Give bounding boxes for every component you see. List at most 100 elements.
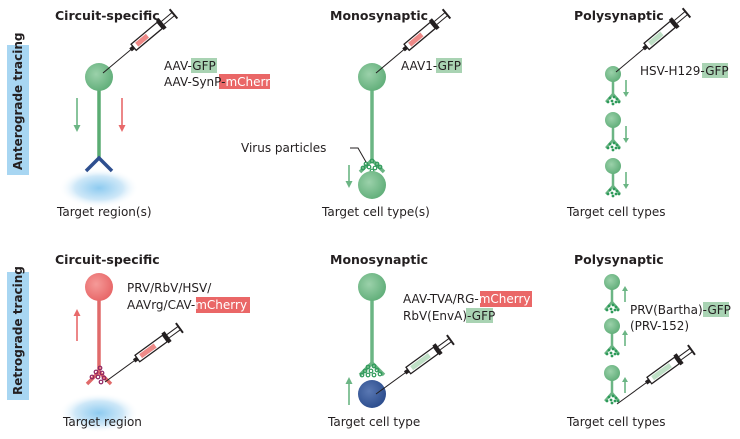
starter-cell-soma — [358, 380, 386, 408]
neuron-soma — [604, 318, 620, 334]
mcherry-highlight — [480, 291, 532, 307]
mcherry-tag: mCherry — [195, 298, 247, 312]
side-label-bg — [7, 272, 29, 400]
panel-title: Monosynaptic — [330, 252, 428, 267]
axon-terminal — [358, 360, 386, 377]
neuron-soma — [605, 112, 621, 128]
virus-particles — [605, 394, 620, 405]
target-neuron-soma — [358, 171, 386, 199]
panel-title: Monosynaptic — [330, 8, 428, 23]
green-down-arrow-icon — [623, 80, 629, 97]
svg-text:AAV1-GFP: AAV1-GFP — [401, 59, 461, 73]
mcherry-highlight — [196, 297, 250, 313]
target-label: Target region — [62, 415, 142, 429]
gfp-tag: GFP — [438, 59, 461, 73]
green-down-arrow-icon — [623, 172, 629, 189]
axon-terminal — [84, 155, 114, 173]
neuron-soma — [85, 273, 113, 301]
target-label: Target region(s) — [56, 205, 152, 219]
mcherry-tag: mCherry — [479, 292, 531, 306]
green-up-arrow-icon — [622, 377, 628, 393]
particles-pointer: Virus particles — [241, 141, 367, 163]
neuron-soma — [604, 274, 620, 290]
virus-label: AAV1-GFP — [401, 58, 462, 73]
gfp-highlight — [191, 58, 217, 73]
virus-particles — [606, 95, 621, 106]
neuron-soma — [358, 273, 386, 301]
target-region-glow — [59, 393, 139, 433]
retrograde-row-label: Retrograde tracing — [7, 266, 29, 400]
virus-particles — [605, 303, 620, 314]
mcherry-tag: mCherry — [225, 75, 277, 89]
gfp-highlight — [436, 58, 462, 73]
panel-retro-circuit: Circuit-specific PRV/RbV/HSV/ AAVrg/CAV-… — [55, 252, 250, 433]
panel-retro-poly: Polysynaptic PRV(Bartha)-GFP (PRV-152) T… — [566, 252, 731, 429]
virus-label: AAV-GFP AAV-SynP-mCherry — [164, 58, 277, 89]
virus-label: HSV-H129-GFP — [640, 63, 729, 78]
anterograde-row-label: Anterograde tracing — [7, 33, 29, 175]
target-label: Target cell type — [327, 415, 420, 429]
virus-name: PRV/RbV/HSV/ — [127, 281, 212, 295]
gfp-highlight — [702, 63, 728, 78]
particles-label: Virus particles — [241, 141, 326, 155]
neuron-soma — [604, 365, 620, 381]
neuron-soma — [605, 66, 621, 82]
virus-particles — [606, 187, 621, 198]
virus-label: AAV-TVA/RG-mCherry RbV(EnvA)-GFP — [403, 291, 532, 323]
syringe-icon — [100, 322, 184, 388]
gfp-highlight — [466, 308, 493, 323]
virus-strain: (PRV-152) — [630, 319, 689, 333]
side-label-text: Retrograde tracing — [11, 266, 25, 395]
target-label: Target cell types — [566, 205, 665, 219]
target-region-glow — [59, 168, 139, 208]
panel-title: Circuit-specific — [55, 252, 160, 267]
virus-particles — [605, 347, 620, 358]
target-label: Target cell type(s) — [321, 205, 430, 219]
svg-text:AAV-TVA/RG-mCherry: AAV-TVA/RG-mCherry — [403, 292, 531, 306]
panel-title: Polysynaptic — [574, 8, 664, 23]
neuron-soma — [358, 63, 386, 91]
virus-particles — [89, 365, 107, 385]
green-down-arrow-icon — [623, 126, 629, 143]
green-down-arrow-icon — [345, 165, 353, 188]
virus-label: PRV(Bartha)-GFP (PRV-152) — [630, 302, 731, 333]
virus-name: AAV-SynP- — [164, 75, 225, 89]
svg-text:AAV-SynP-mCherry: AAV-SynP-mCherry — [164, 75, 277, 89]
panel-antero-mono: Monosynaptic Virus particles AAV1-GFP Ta… — [241, 8, 462, 219]
virus-name: AAV- — [164, 59, 192, 73]
virus-particles — [360, 158, 383, 174]
neuron-soma — [85, 63, 113, 91]
red-up-arrow-icon — [73, 309, 81, 341]
mcherry-highlight — [219, 74, 270, 89]
virus-name: HSV-H129- — [640, 64, 705, 78]
panel-antero-poly: Polysynaptic HSV-H129-GFP Target cell ty… — [566, 7, 729, 219]
neuron-chain — [605, 66, 629, 198]
virus-name: AAV1- — [401, 59, 438, 73]
virus-name: PRV(Bartha)- — [630, 303, 707, 317]
panel-title: Polysynaptic — [574, 252, 664, 267]
svg-text:RbV(EnvA)-GFP: RbV(EnvA)-GFP — [403, 309, 495, 323]
axon-terminal — [358, 157, 386, 174]
syringe-icon — [612, 344, 696, 410]
green-up-arrow-icon — [345, 377, 353, 405]
virus-particles — [359, 363, 383, 378]
green-down-arrow-icon — [73, 98, 81, 132]
syringe-icon — [371, 8, 452, 79]
svg-text:PRV(Bartha)-GFP: PRV(Bartha)-GFP — [630, 303, 731, 317]
target-label: Target cell types — [566, 415, 665, 429]
green-up-arrow-icon — [622, 286, 628, 302]
panel-retro-mono: Monosynaptic AAV-TVA/RG-mCherry RbV(EnvA… — [327, 252, 532, 429]
green-up-arrow-icon — [622, 330, 628, 346]
neuron-chain — [604, 274, 628, 405]
side-label-bg — [7, 45, 29, 175]
svg-text:HSV-H129-GFP: HSV-H129-GFP — [640, 64, 729, 78]
red-down-arrow-icon — [118, 98, 126, 132]
svg-text:AAV-GFP: AAV-GFP — [164, 59, 216, 73]
side-label-text: Anterograde tracing — [11, 33, 25, 171]
syringe-icon — [98, 8, 179, 79]
virus-label: AAVrg/CAV-mCherry — [127, 297, 250, 313]
virus-name: AAV-TVA/RG- — [403, 292, 479, 306]
gfp-highlight — [703, 302, 729, 317]
virus-name: RbV(EnvA)- — [403, 309, 472, 323]
